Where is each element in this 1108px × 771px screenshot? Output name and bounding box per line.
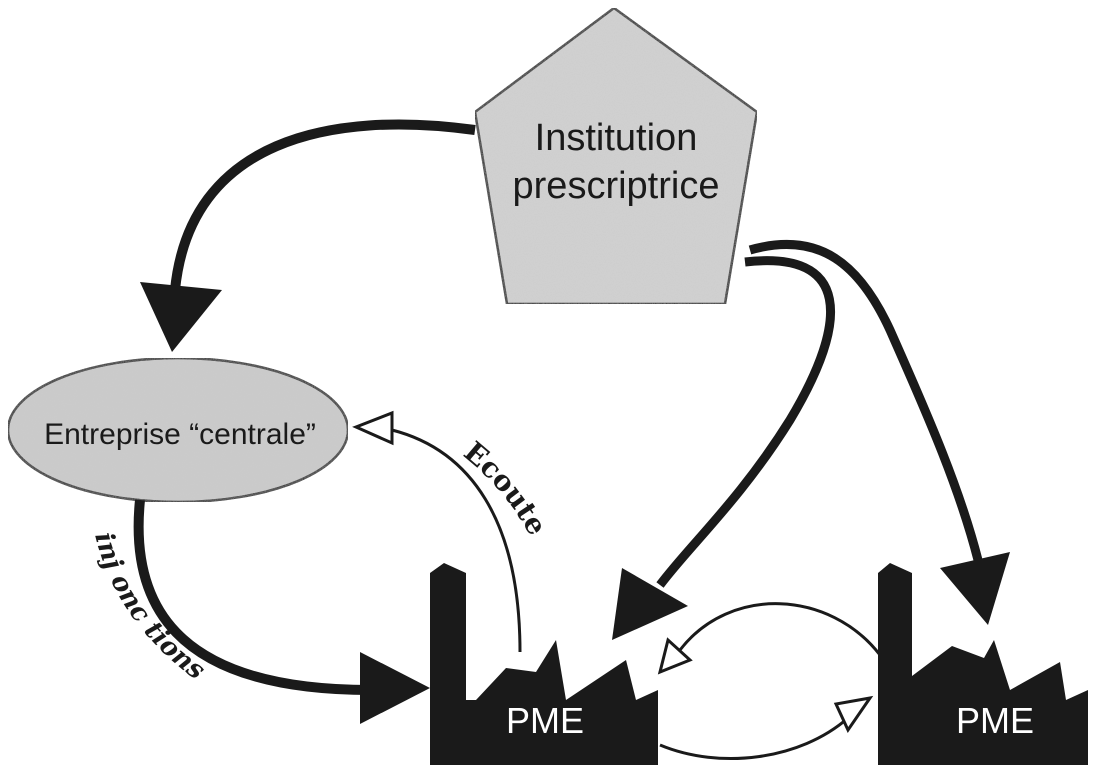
central-enterprise-label: Entreprise “centrale” [44,418,316,451]
arrow-institution-to-left-sme-head [612,568,688,640]
left-sme-label: PME [506,700,584,741]
arrow-institution-to-left-sme-line [656,256,835,588]
arrow-left-sme-to-central [352,410,522,653]
arrow-central-to-left-sme [133,499,430,724]
institution-node: Institution prescriptrice [473,6,759,306]
left-sme-node: PME [430,563,658,765]
arrow-institution-to-right-sme [748,239,1010,625]
right-sme-node: PME [878,563,1088,765]
arrow-left-sme-to-central-head [352,410,394,446]
right-sme-label: PME [956,700,1034,741]
institution-pentagon [473,6,759,306]
arrow-institution-to-right-sme-line [748,239,983,562]
arrow-institution-to-left-sme [612,256,835,640]
institution-label-line1: Institution [535,117,698,159]
arrow-institution-to-right-sme-head [940,552,1010,625]
arrow-right-sme-to-left-sme-head [657,637,693,675]
arrow-institution-to-central [140,119,476,352]
institution-label-line2: prescriptrice [513,165,720,207]
arrow-institution-to-central-head [140,282,222,352]
arrow-left-sme-to-right-sme [659,695,874,760]
arrow-left-sme-to-right-sme-head [833,695,874,734]
central-enterprise-node: Entreprise “centrale” [6,356,350,504]
central-enterprise-ellipse [6,356,350,504]
arrow-institution-to-central-line [170,119,476,291]
arrow-central-to-left-sme-head [360,652,430,724]
edge-label-ecoute: Ecoute [458,435,554,541]
edge-label-injonctions: inj onc tions [88,529,211,686]
arrow-right-sme-to-left-sme [657,602,882,675]
left-sme-factory-icon [430,563,658,765]
arrow-left-sme-to-right-sme-line [659,716,849,760]
arrow-central-to-left-sme-line [133,499,371,695]
arrow-right-sme-to-left-sme-line [678,602,882,656]
right-sme-factory-icon [878,563,1088,765]
arrow-left-sme-to-central-line [391,428,522,653]
